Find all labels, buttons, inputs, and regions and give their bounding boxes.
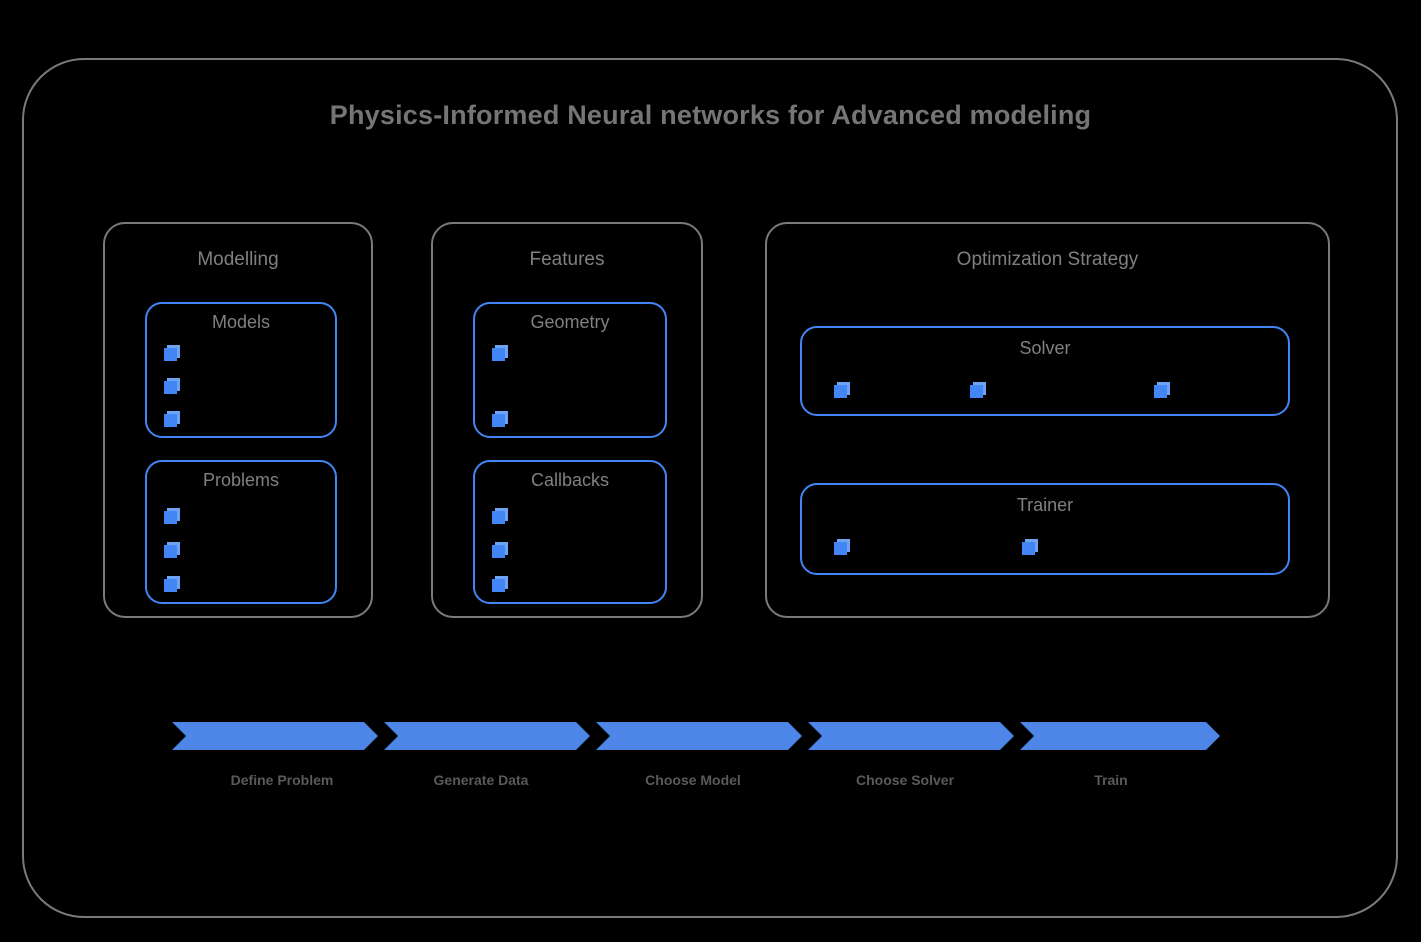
flow-label-choose-solver: Choose Solver [855, 772, 955, 788]
outer-container-frame [22, 58, 1398, 918]
inner-box-problems: Problems [145, 460, 337, 604]
flow-label-train: Train [1094, 772, 1128, 788]
cube-icon [834, 382, 850, 398]
inner-box-solver: Solver [800, 326, 1290, 416]
flow-step-define-problem[interactable] [172, 722, 378, 750]
cube-icon [164, 345, 180, 361]
cube-icon [492, 345, 508, 361]
group-panel-modelling: Modelling Models Problems [103, 222, 373, 618]
group-title-features: Features [529, 249, 605, 270]
cube-icon [970, 382, 986, 398]
cube-icon [164, 508, 180, 524]
cube-icon [164, 411, 180, 427]
cube-icon [492, 542, 508, 558]
cube-icon [492, 576, 508, 592]
flow-step-choose-solver[interactable] [808, 722, 1014, 750]
inner-box-callbacks: Callbacks [473, 460, 667, 604]
flow-label-define-problem: Define Problem [230, 772, 334, 788]
inner-title-geometry: Geometry [530, 312, 610, 332]
group-panel-optimization-strategy: Optimization Strategy Solver Trainer [765, 222, 1330, 618]
cube-icon [1022, 539, 1038, 555]
inner-title-trainer: Trainer [1016, 495, 1074, 515]
flow-label-choose-model: Choose Model [645, 772, 741, 788]
inner-title-problems: Problems [202, 470, 280, 490]
inner-box-trainer: Trainer [800, 483, 1290, 575]
group-title-optimization-strategy: Optimization Strategy [956, 249, 1139, 270]
group-title-modelling: Modelling [197, 249, 279, 270]
flow-step-train[interactable] [1020, 722, 1220, 750]
cube-icon [164, 542, 180, 558]
inner-title-callbacks: Callbacks [530, 470, 610, 490]
flow-step-choose-model[interactable] [596, 722, 802, 750]
cube-icon [164, 576, 180, 592]
cube-icon [1154, 382, 1170, 398]
page-title: Physics-Informed Neural networks for Adv… [329, 100, 1092, 130]
inner-title-models: Models [211, 312, 271, 332]
group-panel-features: Features Geometry Callbacks [431, 222, 703, 618]
inner-title-solver: Solver [1019, 338, 1071, 358]
cube-icon [164, 378, 180, 394]
cube-icon [834, 539, 850, 555]
process-flow [172, 722, 1220, 750]
inner-box-models: Models [145, 302, 337, 438]
flow-label-generate-data: Generate Data [433, 772, 529, 788]
cube-icon [492, 411, 508, 427]
inner-box-geometry: Geometry [473, 302, 667, 438]
flow-step-generate-data[interactable] [384, 722, 590, 750]
cube-icon [492, 508, 508, 524]
